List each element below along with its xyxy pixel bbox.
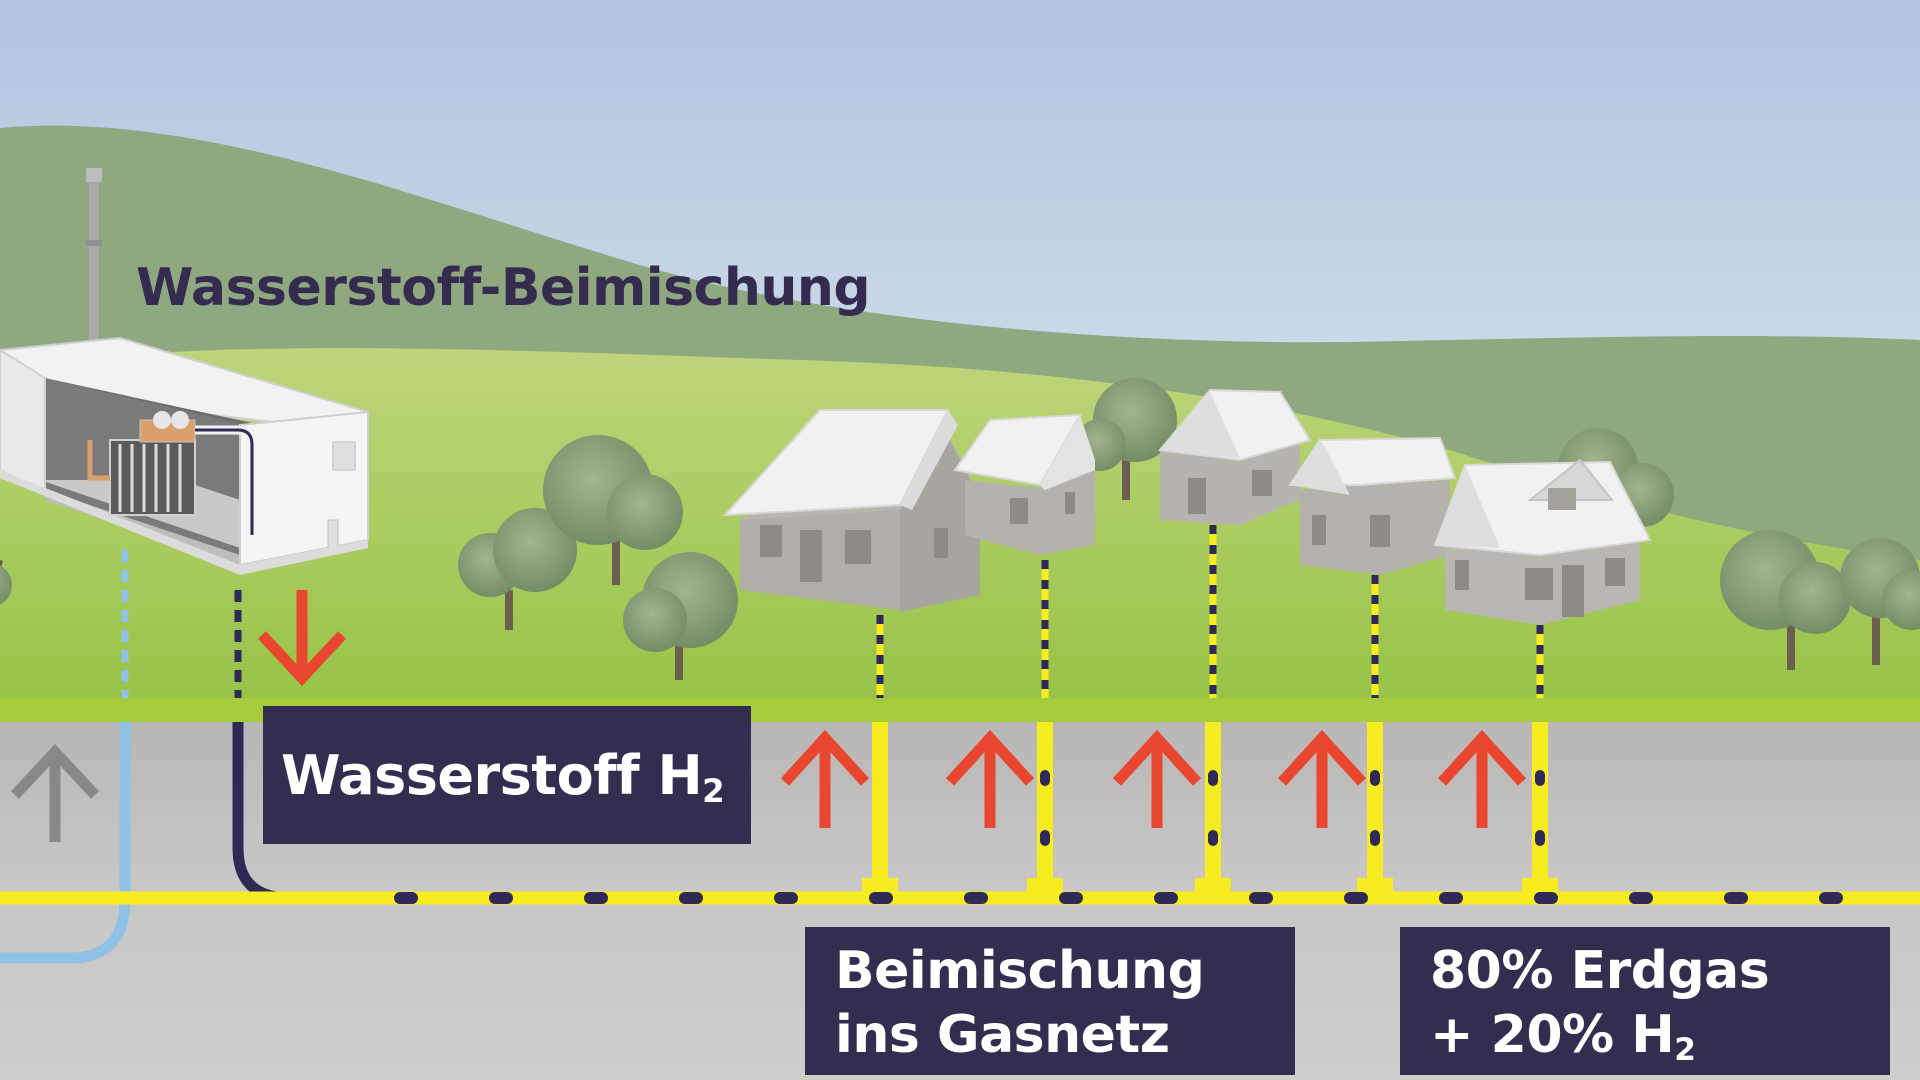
hydrogen-label-subscript: 2 — [702, 772, 725, 811]
house-icon — [1433, 458, 1652, 625]
up-arrow-icon — [780, 729, 870, 828]
blending-label: Beimischung ins Gasnetz — [805, 927, 1295, 1075]
branch-pipes — [862, 722, 1558, 892]
water-pipe — [0, 722, 131, 964]
house-icon — [953, 413, 1095, 555]
down-arrow-icon — [257, 590, 347, 687]
house-icon — [1288, 436, 1457, 575]
tree-icon — [458, 508, 577, 630]
blending-label-line1: Beimischung — [835, 941, 1205, 1001]
flow-arrows — [10, 590, 1527, 842]
up-arrow-icon — [1277, 729, 1367, 828]
tree-icon — [0, 560, 12, 605]
electrolyzer-container-icon — [0, 168, 371, 575]
blending-label-line2: ins Gasnetz — [835, 1005, 1170, 1065]
mixture-label-line2-text: + 20% H — [1430, 1005, 1675, 1065]
hydrogen-label-text: Wasserstoff H — [281, 744, 703, 807]
house-icon — [722, 409, 980, 612]
diagram-title: Wasserstoff-Beimischung — [136, 258, 871, 318]
mixture-label-line1: 80% Erdgas — [1430, 941, 1770, 1001]
up-arrow-icon — [10, 743, 100, 842]
trees — [0, 378, 1920, 680]
mixture-label-subscript: 2 — [1674, 1031, 1696, 1068]
up-arrow-icon — [1437, 729, 1527, 828]
tree-icon — [1720, 530, 1851, 670]
mixture-label-line2: + 20% H2 — [1430, 1003, 1890, 1067]
up-arrow-icon — [1112, 729, 1202, 828]
service-pipes-above-ground — [121, 525, 1544, 698]
hydrogen-label: Wasserstoff H2 — [263, 706, 751, 844]
tree-icon — [623, 552, 738, 680]
tree-icon — [1840, 538, 1920, 665]
houses — [722, 388, 1652, 625]
up-arrow-icon — [945, 729, 1035, 828]
tree-icon — [543, 435, 683, 585]
house-icon — [1158, 388, 1312, 525]
mixture-label: 80% Erdgas + 20% H2 — [1400, 927, 1890, 1075]
